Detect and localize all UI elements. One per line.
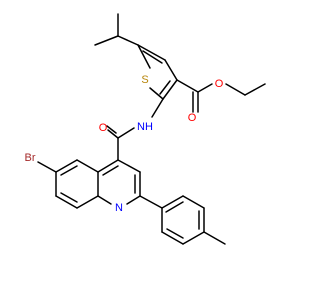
atom-oxygen-ester: O xyxy=(215,78,224,90)
bonds xyxy=(37,13,266,245)
atom-oxygen-carbonyl-ester: O xyxy=(188,112,197,124)
bond xyxy=(55,195,78,209)
bond xyxy=(176,79,199,93)
bond xyxy=(225,83,246,96)
atom-nitrogen-amide: NH xyxy=(137,121,153,133)
molecule-structure: S NH O O O Br N xyxy=(25,13,266,245)
bond xyxy=(162,79,178,100)
bond xyxy=(164,59,178,81)
bond xyxy=(76,159,99,173)
bond xyxy=(182,231,205,245)
atom-nitrogen-quinoline: N xyxy=(115,202,123,214)
atom-labels: S NH O O O Br N xyxy=(25,74,224,214)
bond xyxy=(139,195,163,209)
bond xyxy=(106,125,117,134)
bond xyxy=(60,165,78,176)
bond xyxy=(161,195,184,209)
bond xyxy=(151,98,164,118)
bond xyxy=(161,231,184,245)
bond xyxy=(117,159,141,173)
bond xyxy=(182,195,205,209)
bond xyxy=(197,83,213,93)
bond xyxy=(94,35,119,46)
bond xyxy=(97,159,119,173)
bond xyxy=(165,201,184,213)
bond xyxy=(37,161,57,173)
bond xyxy=(137,44,166,61)
bond xyxy=(55,159,78,173)
bond xyxy=(166,228,184,239)
bond xyxy=(159,80,171,95)
bond xyxy=(60,192,78,203)
molecule-canvas: S NH O O O Br N xyxy=(25,13,266,245)
bond xyxy=(117,127,135,139)
atom-oxygen-amide: O xyxy=(99,122,108,134)
bond xyxy=(102,165,119,176)
bond xyxy=(137,44,151,69)
bond xyxy=(126,195,141,205)
bond xyxy=(117,35,139,46)
bond xyxy=(76,195,99,209)
bond xyxy=(142,50,163,64)
bond xyxy=(203,231,226,245)
bond xyxy=(244,83,266,96)
bond xyxy=(107,129,119,139)
bond xyxy=(149,87,164,100)
atom-bromine: Br xyxy=(25,152,36,164)
atom-sulfur: S xyxy=(141,74,148,86)
bond xyxy=(97,195,112,205)
